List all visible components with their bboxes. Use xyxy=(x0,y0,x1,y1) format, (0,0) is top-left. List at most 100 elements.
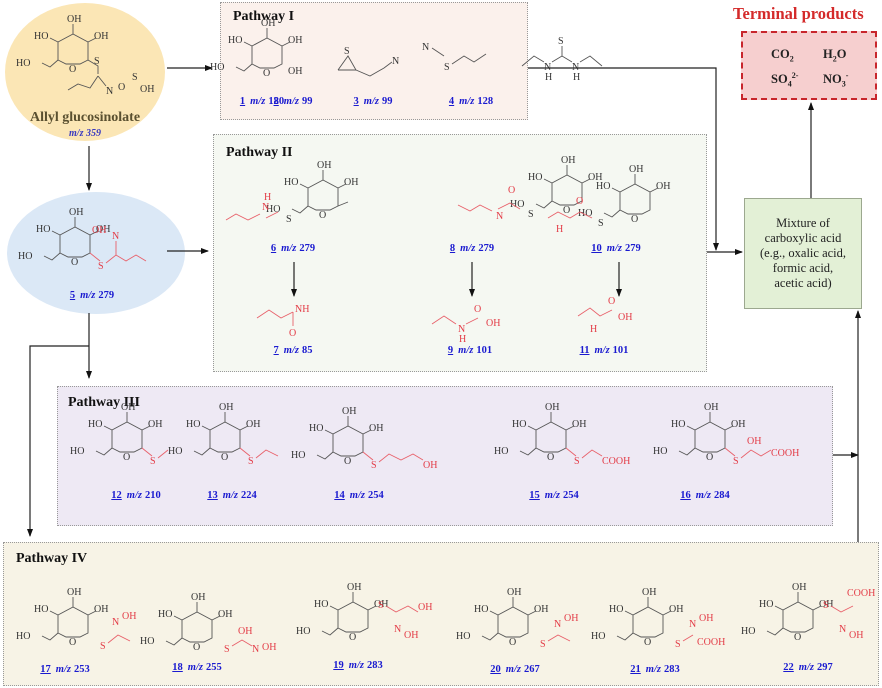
atom-label: O xyxy=(608,296,615,307)
compound-mz: 101 xyxy=(612,345,629,356)
atom-label: NH xyxy=(295,304,309,315)
compound-id: 14 xyxy=(334,490,345,501)
compound-mz-label: m/z xyxy=(283,345,299,356)
pathway-1-title: Pathway I xyxy=(233,9,295,24)
so4-sub: 4 xyxy=(787,79,792,89)
sugar-ring xyxy=(535,421,567,453)
compound-mz-label: m/z xyxy=(283,96,299,107)
atom-label: OH xyxy=(669,604,683,615)
atom-label: HO xyxy=(528,172,542,183)
compound-id: 2 xyxy=(273,96,279,107)
atom-label: OH xyxy=(849,630,863,641)
compound-mz: 180 xyxy=(268,96,285,107)
atom-label: S xyxy=(94,56,100,67)
atom-label: HO xyxy=(578,208,592,219)
atom-label: O xyxy=(193,642,200,653)
so4-text: SO xyxy=(771,72,788,87)
atom-label: S xyxy=(528,209,534,220)
terminal-title: Terminal products xyxy=(733,4,864,23)
atom-label: S xyxy=(98,261,104,272)
atom-label: HO xyxy=(494,446,508,457)
atom-label: OH xyxy=(317,160,331,171)
compound-id: 16 xyxy=(680,490,691,501)
atom-label: S xyxy=(150,456,156,467)
atom-label: S xyxy=(558,36,564,47)
compound-mz-label: m/z xyxy=(222,490,238,501)
atom-label: OH xyxy=(656,181,670,192)
compound-mz: 99 xyxy=(301,96,313,107)
compound-id: 21 xyxy=(630,664,641,675)
atom-label: OH xyxy=(572,419,586,430)
atom-label: N xyxy=(572,62,579,73)
atom-label: O xyxy=(794,632,801,643)
pathway-4-title: Pathway IV xyxy=(16,551,88,566)
mixture-line-2: carboxylic acid xyxy=(764,231,842,245)
compound-mz: 297 xyxy=(816,662,833,673)
atom-label: OH xyxy=(545,402,559,413)
compound-mz: 279 xyxy=(478,243,495,254)
atom-label: N xyxy=(262,202,269,213)
atom-label: N xyxy=(422,42,429,53)
h2o-formula: H2O xyxy=(823,47,846,64)
atom-label: OH xyxy=(262,642,276,653)
intermediate-ellipse xyxy=(7,192,185,314)
atom-label: OH xyxy=(792,582,806,593)
pathway-4-box: Pathway IV xyxy=(3,542,879,686)
atom-label: OH xyxy=(618,312,632,323)
atom-label: N xyxy=(554,619,561,630)
atom-label: S xyxy=(444,62,450,73)
atom-label: HO xyxy=(228,35,242,46)
atom-label: OH xyxy=(418,602,432,613)
atom-label: OH xyxy=(94,31,108,42)
atom-label: O xyxy=(474,304,481,315)
atom-label: N xyxy=(112,231,119,242)
compound-mz-label: m/z xyxy=(544,490,560,501)
sugar-ring xyxy=(57,33,89,65)
pathway-3-box: Pathway III xyxy=(57,386,833,526)
h2o-text-a: H xyxy=(823,47,833,61)
atom-label: COOH xyxy=(602,456,630,467)
atom-label: S xyxy=(823,600,829,611)
compound-id: 8 xyxy=(449,243,456,254)
compound-mz-label: m/z xyxy=(594,345,610,356)
compound-mz-label: m/z xyxy=(645,664,661,675)
atom-label: O xyxy=(69,64,76,75)
no3-text: NO xyxy=(823,72,842,87)
atom-label: OH xyxy=(218,609,232,620)
mixture-line-1: Mixture of xyxy=(776,216,830,230)
so4-formula: SO42- xyxy=(771,71,798,89)
atom-label: O xyxy=(123,452,130,463)
start-mz: m/z 359 xyxy=(69,128,101,139)
compound-mz-label: m/z xyxy=(187,662,203,673)
atom-label: S xyxy=(598,218,604,229)
atom-label: OH xyxy=(92,225,106,236)
atom-label: N xyxy=(496,211,503,222)
compound-mz: 255 xyxy=(205,662,222,673)
compound-mz-label: m/z xyxy=(349,490,365,501)
compound-id: 12 xyxy=(111,490,122,501)
no3-sub: 3 xyxy=(841,79,846,89)
sugar-ring xyxy=(619,183,651,215)
atom-label: OH xyxy=(347,582,361,593)
atom-label: S xyxy=(540,639,546,650)
sugar-ring xyxy=(497,606,529,638)
atom-label: OH xyxy=(67,587,81,598)
sugar-ring xyxy=(551,174,583,206)
atom-label: COOH xyxy=(771,448,799,459)
compound-5-mz: 279 xyxy=(98,290,115,301)
atom-label: HO xyxy=(309,423,323,434)
